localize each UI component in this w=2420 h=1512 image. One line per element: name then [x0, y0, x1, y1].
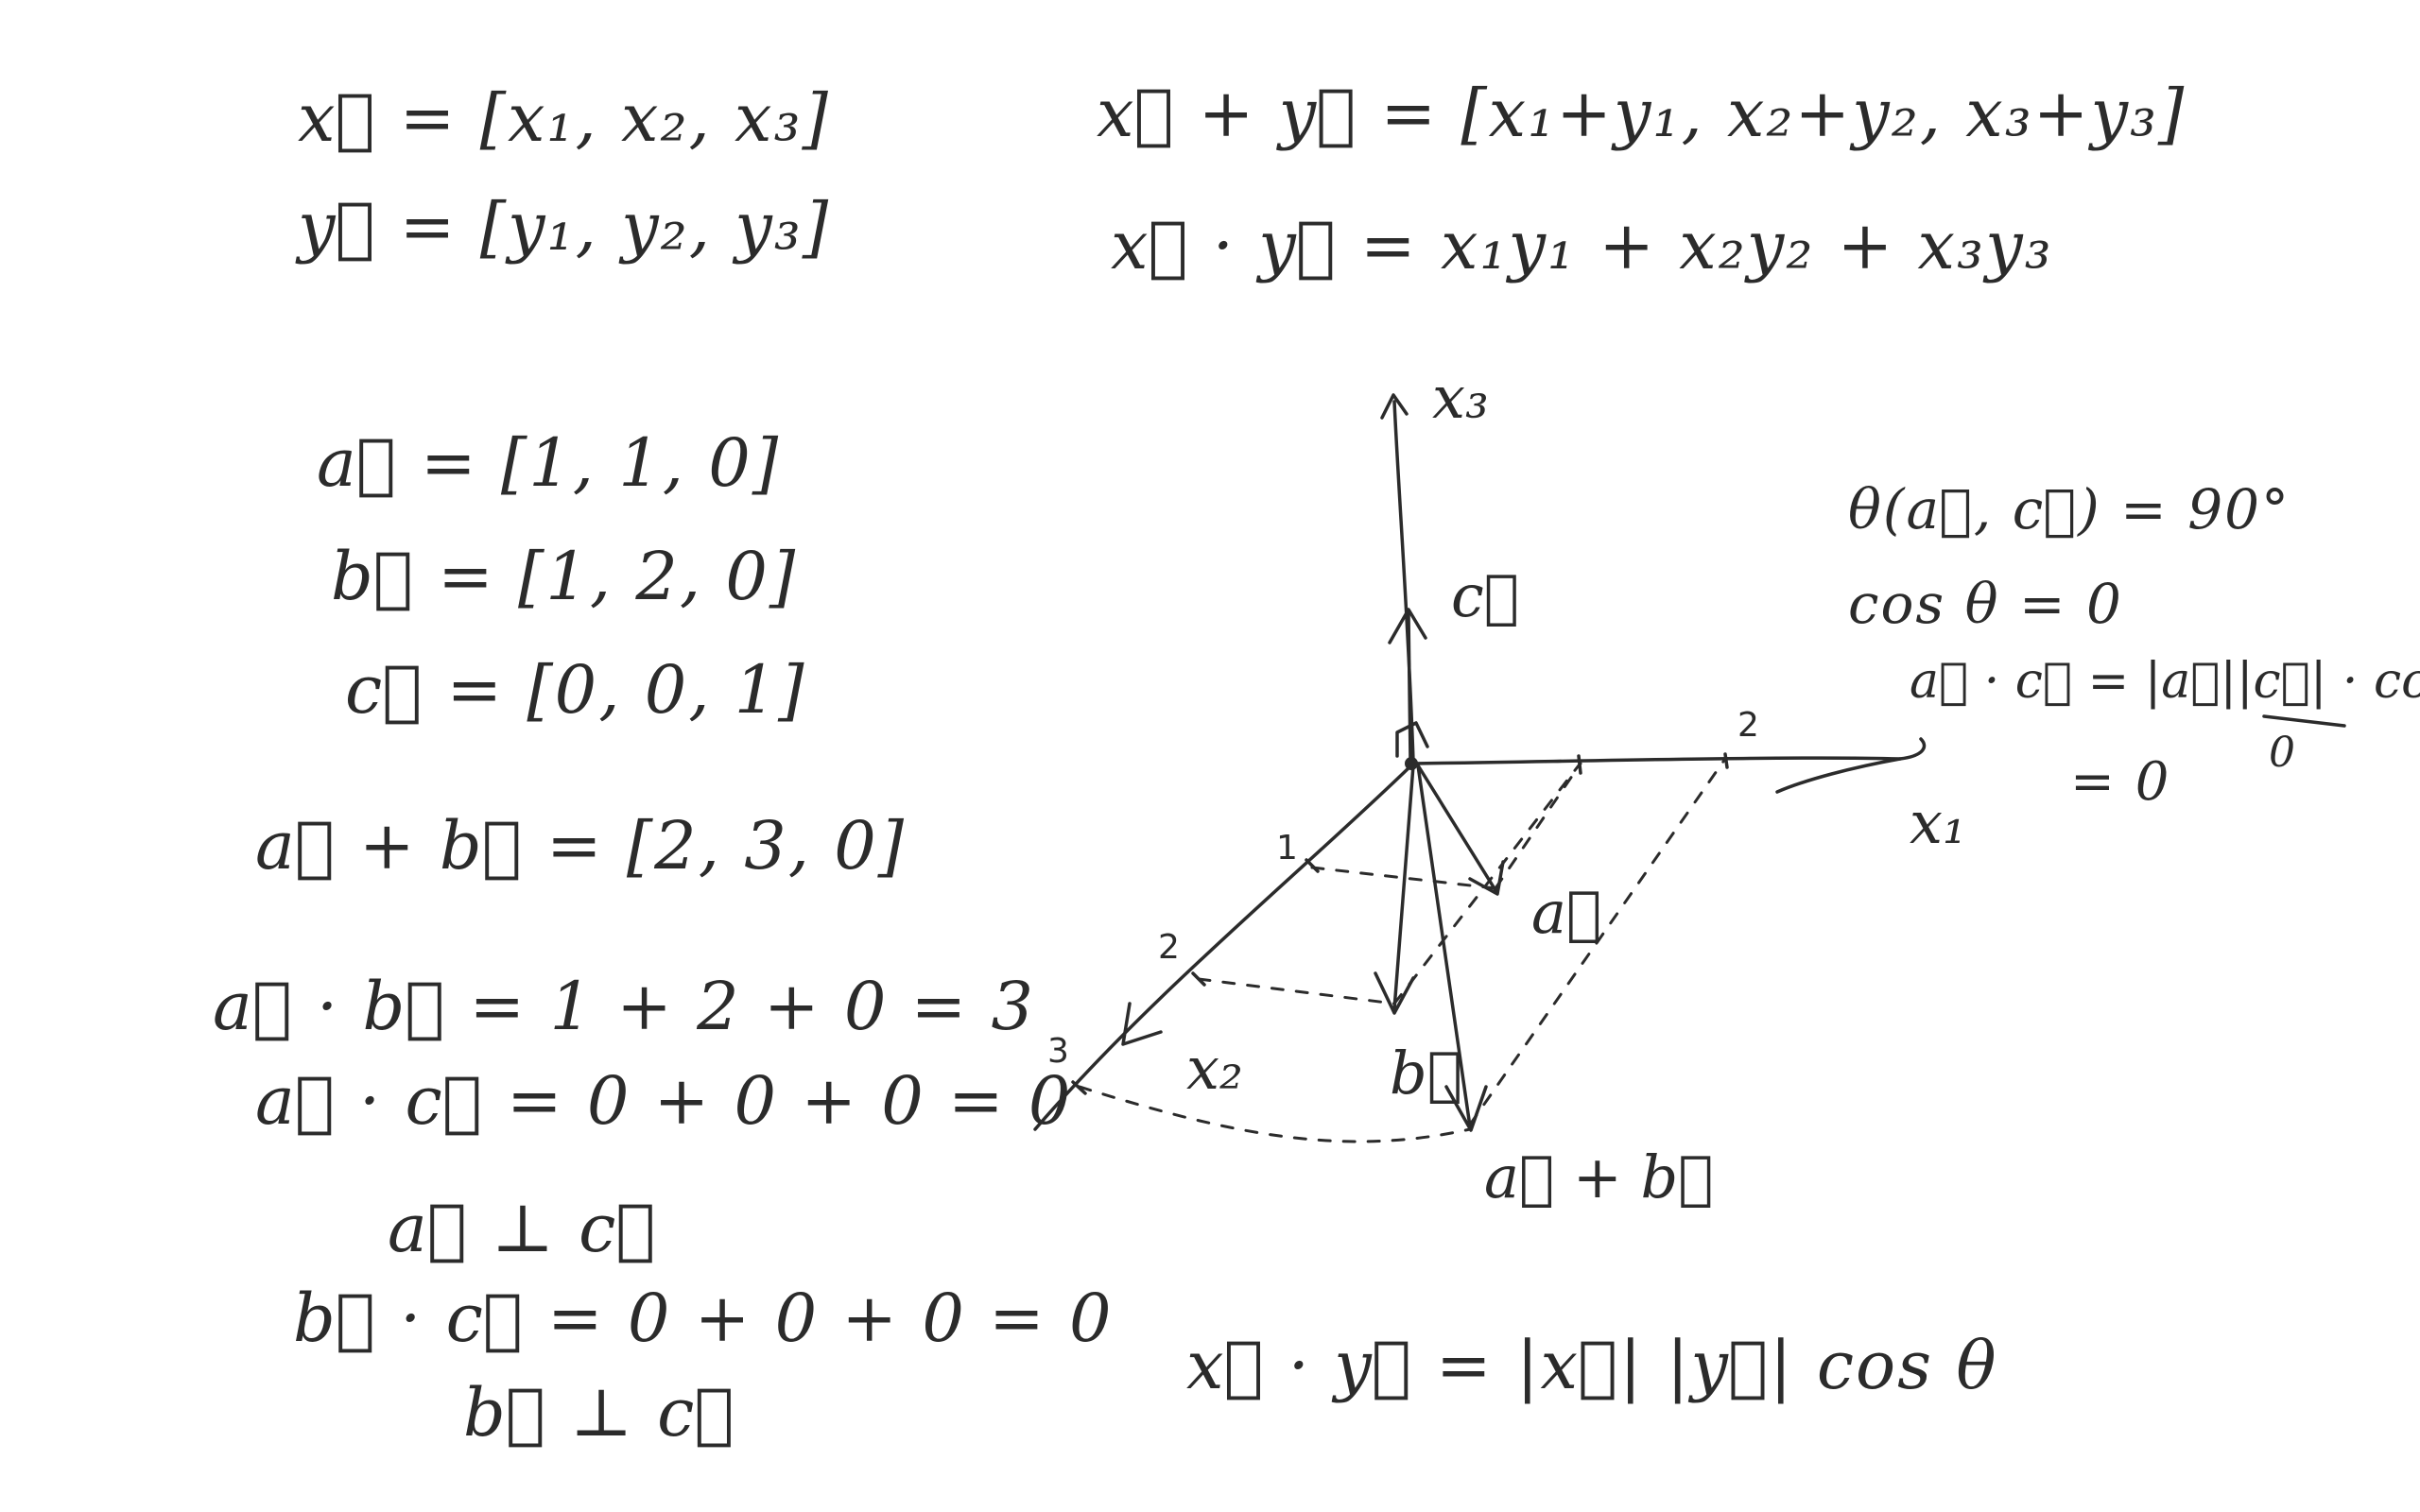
- vector-apb-shaft: [1416, 764, 1472, 1128]
- dashed-apb-to-x2: [1078, 1085, 1472, 1143]
- x2-tick-1: [1305, 858, 1320, 873]
- dashed-a-to-x2: [1310, 866, 1497, 890]
- vector-a-shaft: [1416, 764, 1497, 892]
- dot-cos-formula: x⃗ · y⃗ = |x⃗| |y⃗| cos θ: [1186, 1327, 1998, 1404]
- x1-tick-2-label: 2: [1737, 706, 1759, 745]
- a-perp-c-statement: a⃗ ⊥ c⃗: [388, 1190, 658, 1267]
- y-vector-definition: y⃗ = [y₁, y₂, y₃]: [298, 188, 831, 266]
- vector-c-label: c⃗: [1451, 561, 1519, 630]
- right-result: = 0: [2070, 751, 2171, 813]
- vector-b-shaft: [1392, 764, 1415, 1011]
- c-vector-definition: c⃗ = [0, 0, 1]: [345, 651, 806, 729]
- fraction-bar: [2262, 714, 2346, 728]
- x2-tick-2-label: 2: [1158, 928, 1180, 967]
- vector-b-label: b⃗: [1390, 1039, 1462, 1108]
- dot-cos-relation: a⃗ · c⃗ = |a⃗||c⃗| · cos θ: [1910, 653, 2420, 710]
- b-dot-c-equation: b⃗ · c⃗ = 0 + 0 + 0 = 0: [293, 1280, 1114, 1357]
- axis-x3-label: x₃: [1432, 363, 1489, 432]
- dashed-b-to-x2: [1197, 977, 1396, 1005]
- x2-axis-arrowhead: [1121, 1002, 1163, 1046]
- x-vector-definition: x⃗ = [x₁, x₂, x₃]: [298, 79, 830, 157]
- a-vector-definition: a⃗ = [1, 1, 0]: [317, 424, 781, 502]
- x2-axis-line: [1033, 762, 1415, 1131]
- x1-axis-arrowhead: [1775, 737, 1927, 794]
- zero-under-cos: 0: [2269, 729, 2297, 777]
- vector-a-label: a⃗: [1531, 878, 1602, 947]
- vector-b-arrowhead: [1374, 971, 1415, 1015]
- vector-a-plus-b-label: a⃗ + b⃗: [1484, 1143, 1714, 1211]
- vector-sum-formula: x⃗ + y⃗ = [x₁+y₁, x₂+y₂, x₃+y₃]: [1097, 75, 2187, 152]
- axis-x2-label: x₂: [1186, 1034, 1243, 1103]
- dot-product-formula: x⃗ · y⃗ = x₁y₁ + x₂y₂ + x₃y₃: [1111, 207, 2053, 284]
- cos-theta-statement: cos θ = 0: [1848, 572, 2123, 636]
- vector-a-arrowhead: [1468, 860, 1505, 896]
- a-dot-c-equation: a⃗ · c⃗ = 0 + 0 + 0 = 0: [255, 1062, 1073, 1140]
- dashed-a-to-x1: [1494, 762, 1582, 890]
- x3-axis-arrowhead: [1380, 393, 1409, 420]
- origin-point: [1405, 757, 1418, 770]
- dashed-apb-to-x1: [1468, 757, 1727, 1126]
- b-perp-c-statement: b⃗ ⊥ c⃗: [463, 1374, 736, 1452]
- vector-c-arrowhead: [1388, 608, 1427, 644]
- right-angle-mark: [1395, 721, 1429, 758]
- x2-tick-1-label: 1: [1276, 829, 1298, 868]
- vector-c-shaft: [1407, 612, 1412, 763]
- b-vector-definition: b⃗ = [1, 2, 0]: [331, 538, 798, 615]
- angle-a-c-statement: θ(a⃗, c⃗) = 90°: [1848, 477, 2290, 541]
- x1-tick-2: [1723, 752, 1729, 769]
- axis-x1-label: x₁: [1910, 788, 1966, 857]
- x2-tick-3-label: 3: [1047, 1032, 1069, 1071]
- a-dot-b-equation: a⃗ · b⃗ = 1 + 2 + 0 = 3: [213, 968, 1036, 1045]
- x1-axis-line: [1411, 756, 1902, 765]
- dashed-b-to-x1: [1392, 764, 1581, 1005]
- a-plus-b-equation: a⃗ + b⃗ = [2, 3, 0]: [255, 807, 907, 885]
